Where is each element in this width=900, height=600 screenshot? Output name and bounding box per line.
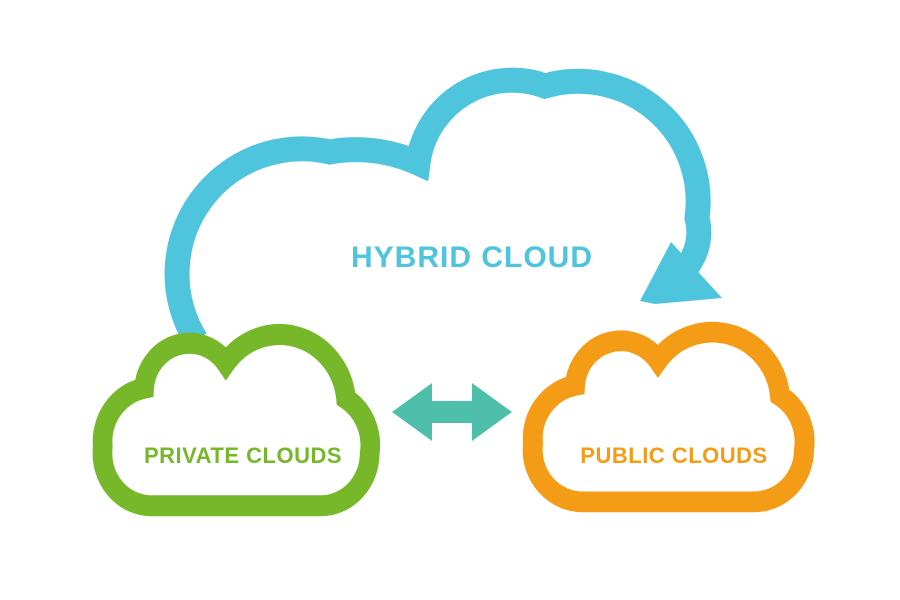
public-clouds-label: PUBLIC CLOUDS: [580, 443, 768, 468]
hybrid-cloud-label: HYBRID CLOUD: [351, 241, 593, 274]
left-right-double-arrow-icon: [392, 383, 512, 441]
hybrid-cloud-tail: [640, 242, 722, 304]
public-cloud-icon: [533, 332, 805, 502]
hybrid-cloud-outline: [164, 67, 712, 347]
hybrid-cloud-icon: [164, 67, 722, 347]
private-cloud-icon: [102, 335, 370, 506]
private-clouds-label: PRIVATE CLOUDS: [143, 443, 343, 468]
